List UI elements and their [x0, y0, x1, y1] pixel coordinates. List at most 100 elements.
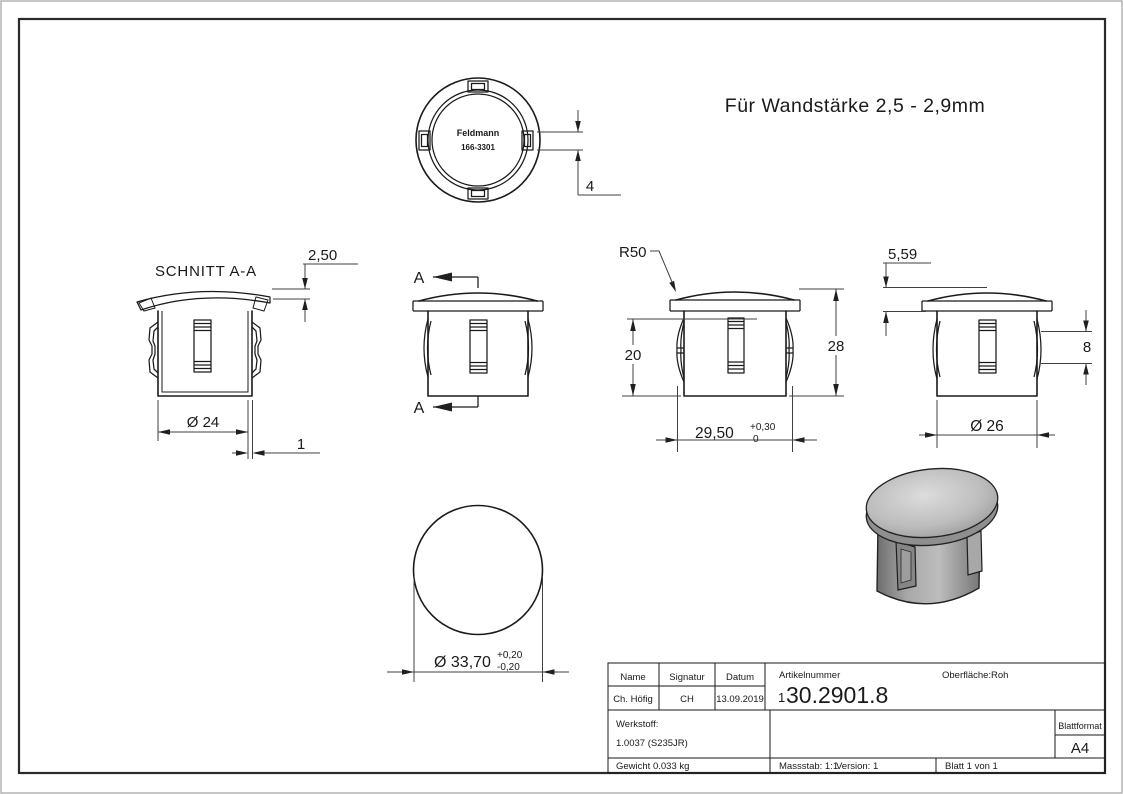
dim-text-mask [962, 419, 1012, 434]
slot-detail [193, 319, 212, 373]
dim-clip-width-label: 29,50 [695, 425, 734, 442]
dim-cap-dia: Ø 33,70 +0,20 -0,20 [387, 576, 569, 682]
tab-right [521, 130, 534, 151]
brand-part-number: 166-3301 [461, 143, 495, 152]
cap-flange [921, 300, 1053, 312]
cap-outline-circle [412, 504, 544, 636]
body-outline [157, 310, 253, 397]
article-number: 30.2901.8 [786, 682, 888, 708]
dim-clip-height: 8 [1041, 310, 1096, 385]
dim-clip-width: 29,50 +0,30 0 [656, 386, 817, 452]
sheet-format-value: A4 [1071, 740, 1089, 757]
cap-lip-left [138, 297, 156, 312]
dim-text-mask [690, 422, 780, 438]
dim-cap-height-label: 5,59 [888, 246, 917, 263]
dim-cap-dia-label: Ø 33,70 [434, 654, 491, 671]
drawing-frame [17, 17, 1107, 775]
sheet-format-label: Blattformat [1058, 721, 1102, 731]
sheet-number: Blatt 1 von 1 [945, 761, 998, 772]
cap-3d [865, 467, 999, 539]
brand-label: Feldmann [457, 128, 500, 138]
tab-top [467, 80, 489, 93]
clip-3d-right [966, 530, 983, 576]
article-number-header: Artikelnummer [779, 670, 840, 681]
cap-dome [927, 292, 1047, 302]
article-number-prefix: 1 [778, 690, 785, 705]
dim-total-height: 28 [789, 288, 850, 397]
surface-value: Roh [991, 670, 1008, 681]
author-name: Ch. Höfig [613, 694, 653, 705]
radius-callout: R50 [619, 244, 676, 292]
top-view: Feldmann 166-3301 4 [415, 77, 621, 203]
clip-left [423, 318, 432, 378]
dim-cap-thickness-label: 2,50 [308, 247, 337, 264]
section-marker-label: A [414, 270, 425, 287]
slot-detail [469, 319, 488, 374]
title-block-grid [607, 662, 1106, 774]
front-view: A A [412, 270, 544, 417]
col-name-header: Name [620, 672, 645, 683]
clip-right [785, 317, 794, 383]
cap-dome [418, 292, 538, 302]
dim-cap-thickness: 2,50 [272, 247, 358, 322]
dim-tab-label: 4 [586, 178, 594, 195]
cap-lip-right [252, 296, 269, 312]
dim-inner-dia: Ø 24 [157, 400, 248, 441]
section-marker-label: A [414, 400, 425, 417]
clip-left [932, 318, 941, 380]
material-value: 1.0037 (S235JR) [616, 738, 688, 749]
section-label: SCHNITT A-A [155, 263, 257, 280]
dim-text-mask [1078, 340, 1096, 356]
dim-radius-label: R50 [619, 244, 647, 261]
dim-cap-height: 5,59 [883, 246, 987, 336]
clip-left [676, 317, 685, 383]
clip-3d-left-face [900, 548, 912, 584]
col-date-header: Datum [726, 672, 754, 683]
title-block: Name Signatur Datum Ch. Höfig CH 13.09.2… [607, 662, 1106, 774]
clip-right [524, 318, 533, 378]
tab-left [418, 130, 431, 151]
dim-clip-width-tol-upper: +0,30 [750, 422, 776, 433]
dim-clip-height-label: 8 [1083, 339, 1091, 356]
dim-text-mask [823, 336, 850, 355]
surface-label: Oberfläche: [942, 670, 991, 681]
clip-right [251, 321, 262, 379]
section-cut-marker-top: A [414, 270, 479, 288]
section-view: SCHNITT A-A 2,50 Ø 24 1 [136, 247, 358, 459]
wall-thickness-note: Für Wandstärke 2,5 - 2,9mm [725, 95, 985, 117]
dim-text-mask [620, 345, 646, 364]
cap-flange [412, 300, 544, 312]
material-label: Werkstoff: [616, 719, 658, 730]
cap-dome [675, 291, 795, 301]
outer-circle [415, 77, 541, 203]
tab-bottom [467, 187, 489, 200]
section-cut-marker-bottom: A [414, 396, 479, 417]
scale-value: Massstab: 1:1 [779, 761, 838, 772]
render-3d [865, 467, 999, 605]
dim-wall-label: 1 [297, 436, 305, 453]
dim-inner-height-label: 20 [625, 347, 642, 364]
dim-wall: 1 [232, 400, 320, 459]
col-signature-header: Signatur [669, 672, 704, 683]
dim-inner-dia-label: Ø 24 [187, 414, 220, 431]
dim-clip-width-tol-lower: 0 [753, 434, 759, 445]
dim-cap-dia-tol-upper: +0,20 [497, 650, 523, 661]
creation-date: 13.09.2019 [716, 694, 764, 705]
weight-value: Gewicht 0.033 kg [616, 761, 689, 772]
slot-detail [727, 317, 745, 374]
slot-detail [978, 319, 997, 374]
version-value: Version: 1 [836, 761, 878, 772]
clip-right [1033, 318, 1042, 380]
dim-tab-4: 4 [537, 110, 621, 196]
dim-inner-height: 20 [620, 318, 757, 397]
clip-left [148, 321, 159, 379]
bottom-view: Ø 33,70 +0,20 -0,20 [387, 504, 569, 682]
cap-flange [669, 299, 801, 312]
dim-total-height-label: 28 [828, 338, 845, 355]
dim-body-dia: Ø 26 [919, 400, 1055, 448]
dim-cap-dia-tol-lower: -0,20 [497, 662, 520, 673]
author-signature: CH [680, 694, 694, 705]
dim-body-dia-label: Ø 26 [970, 418, 1004, 435]
